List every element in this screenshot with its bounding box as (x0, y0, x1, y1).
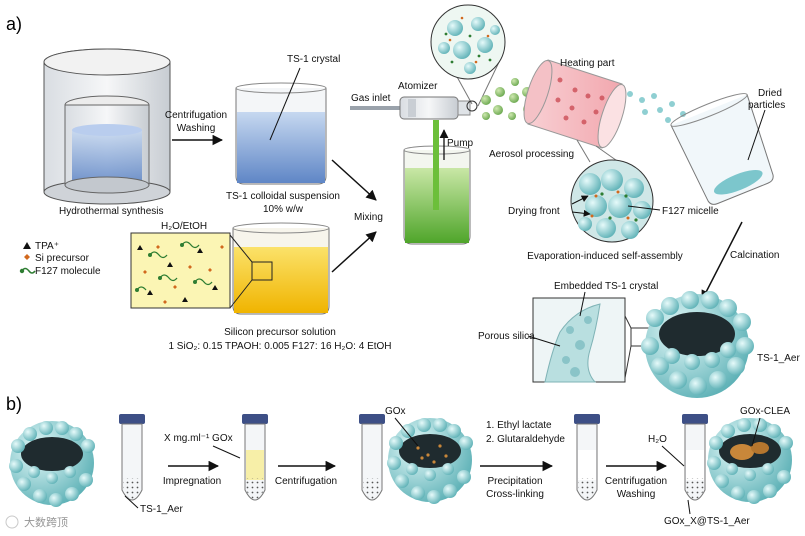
gox-concentration-label: X mg.ml⁻¹ GOx (164, 433, 233, 444)
centrifugation-label: Centrifugation (165, 110, 227, 121)
panel-b-label: b) (6, 394, 22, 414)
solution-zoom-box (131, 233, 230, 308)
step1-label: 1. Ethyl lactate (486, 420, 552, 431)
embedded-crystal-label: Embedded TS-1 crystal (554, 281, 658, 292)
solvent-label: H₂O/EtOH (161, 221, 207, 232)
autoclave (44, 49, 170, 204)
b-particle-2 (387, 418, 473, 504)
f127-micelle-label: F127 micelle (662, 206, 719, 217)
h2o-pointer (662, 446, 684, 466)
precipitation-label: Precipitation (487, 476, 542, 487)
ts1-aer-particle (641, 291, 754, 398)
silicon-solution-label: Silicon precursor solution (224, 327, 336, 338)
ts1-crystal-label: TS-1 crystal (287, 54, 340, 65)
heating-tube (518, 58, 631, 151)
gox-clea-label: GOx-CLEA (740, 406, 790, 417)
legend: TPA⁺ Si precursor F127 molecule (20, 241, 101, 277)
watermark-text: 大数跨顶 (24, 515, 68, 529)
ts1-concentration-label: 10% w/w (263, 204, 304, 215)
panel-a-label: a) (6, 14, 22, 34)
legend-tpa: TPA⁺ (35, 241, 59, 252)
ts1-aer-label-b: TS-1_Aer (140, 504, 183, 515)
final-pointer (688, 500, 690, 514)
pump-label: Pump (447, 138, 474, 149)
b-particle-1 (9, 421, 95, 507)
step2-label: 2. Glutaraldehyde (486, 434, 565, 445)
porous-silica-zoom (533, 298, 651, 382)
watermark: 大数跨顶 (6, 515, 68, 529)
eisa-label: Evaporation-induced self-assembly (527, 251, 683, 262)
heating-part-label: Heating part (560, 58, 615, 69)
arrow-calcination (702, 222, 742, 300)
tube-2 (242, 414, 268, 500)
h2o-label: H₂O (648, 434, 667, 445)
legend-f127: F127 molecule (35, 266, 101, 277)
aerosol-zoom-circle (431, 5, 505, 111)
crosslinking-label: Cross-linking (486, 489, 544, 500)
aerosol-processing-label: Aerosol processing (489, 149, 574, 160)
si-legend-icon (24, 254, 30, 260)
b-particle-3 (707, 418, 793, 504)
hydrothermal-label: Hydrothermal synthesis (59, 206, 163, 217)
mixing-label: Mixing (354, 212, 383, 223)
tube-4 (574, 414, 600, 500)
legend-si: Si precursor (35, 253, 90, 264)
formula-label: 1 SiO₂: 0.15 TPAOH: 0.005 F127: 16 H₂O: … (168, 341, 391, 352)
impregnation-label: Impregnation (163, 476, 221, 487)
washing-label-b: Washing (617, 489, 656, 500)
tube-5 (682, 414, 708, 500)
dried-particles-label-2: particles (748, 100, 785, 111)
eisa-zoom-circle (571, 140, 653, 242)
centrifugation-label-b: Centrifugation (275, 476, 337, 487)
final-product-label: GOx_X@TS-1_Aer (664, 516, 750, 527)
tube-1 (119, 414, 145, 500)
arrow-mix-bottom (332, 232, 376, 272)
dried-particles-label: Dried (758, 88, 782, 99)
gox-pointer (213, 446, 240, 458)
centrifugation-label-c: Centrifugation (605, 476, 667, 487)
atomizer-label: Atomizer (398, 81, 438, 92)
dried-particle-stream (627, 91, 686, 123)
silicon-precursor-beaker (230, 223, 329, 314)
tube-3 (359, 414, 385, 500)
porous-silica-label: Porous silica (478, 331, 535, 342)
tpa-legend-icon (23, 242, 31, 249)
pump-tube (433, 120, 439, 210)
washing-label: Washing (177, 123, 216, 134)
ts1-aer-label-a: TS-1_Aer (757, 353, 800, 364)
ts1-suspension-label: TS-1 colloidal suspension (226, 191, 340, 202)
gox-label: GOx (385, 406, 406, 417)
gas-inlet-label: Gas inlet (351, 93, 391, 104)
drying-front-label: Drying front (508, 206, 560, 217)
ts1-suspension-beaker (236, 83, 326, 184)
calcination-label: Calcination (730, 250, 779, 261)
